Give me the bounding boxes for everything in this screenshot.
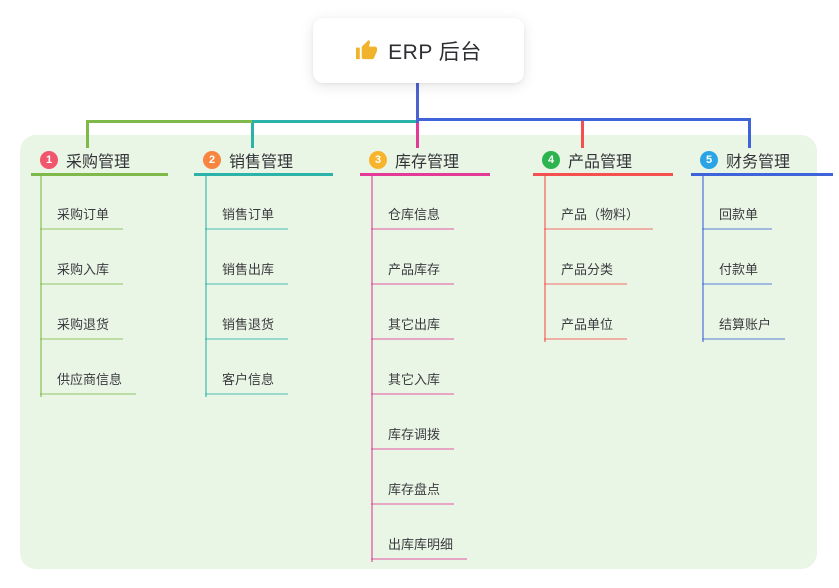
root-label: ERP 后台 (388, 40, 482, 64)
child-node-row[interactable]: 产品分类 (544, 261, 628, 285)
child-node-label: 产品分类 (544, 261, 628, 285)
child-node-row[interactable]: 其它出库 (371, 316, 455, 340)
child-node-label: 库存调拨 (371, 426, 455, 450)
child-node-label: 销售出库 (205, 261, 289, 285)
branch-number-badge: 4 (542, 151, 560, 169)
child-node-row[interactable]: 销售退货 (205, 316, 289, 340)
child-node-label: 出库库明细 (371, 536, 468, 560)
child-node-row[interactable]: 供应商信息 (40, 371, 137, 395)
drop-line-branch-1 (86, 120, 89, 148)
branch-node-库存管理[interactable]: 3 库存管理 (360, 147, 490, 176)
drop-line-branch-5 (748, 118, 751, 148)
bus-segment-branch-2 (252, 120, 419, 123)
child-node-row[interactable]: 仓库信息 (371, 206, 455, 230)
child-node-label: 付款单 (702, 261, 773, 285)
branch-title-label: 采购管理 (66, 154, 131, 171)
branch-4-children-connector (544, 175, 546, 342)
branch-2-children-connector (205, 175, 207, 397)
child-node-row[interactable]: 产品单位 (544, 316, 628, 340)
branch-node-销售管理[interactable]: 2 销售管理 (194, 147, 333, 176)
drop-line-branch-3 (416, 121, 419, 148)
branch-node-采购管理[interactable]: 1 采购管理 (31, 147, 168, 176)
child-node-label: 销售订单 (205, 206, 289, 230)
thumbs-up-icon (355, 39, 378, 62)
child-node-row[interactable]: 采购退货 (40, 316, 124, 340)
branch-title-label: 库存管理 (395, 154, 460, 171)
branch-title-label: 产品管理 (568, 154, 633, 171)
bus-segment-right (417, 118, 751, 121)
child-node-row[interactable]: 销售订单 (205, 206, 289, 230)
branch-title-label: 销售管理 (229, 154, 294, 171)
child-node-label: 供应商信息 (40, 371, 137, 395)
child-node-label: 采购订单 (40, 206, 124, 230)
child-node-row[interactable]: 库存盘点 (371, 481, 455, 505)
child-node-row[interactable]: 客户信息 (205, 371, 289, 395)
child-node-label: 回款单 (702, 206, 773, 230)
drop-line-branch-4 (581, 118, 584, 148)
child-node-label: 其它入库 (371, 371, 455, 395)
root-node[interactable]: ERP 后台 (313, 18, 524, 83)
branch-node-产品管理[interactable]: 4 产品管理 (533, 147, 673, 176)
child-node-label: 销售退货 (205, 316, 289, 340)
child-node-label: 仓库信息 (371, 206, 455, 230)
child-node-label: 产品单位 (544, 316, 628, 340)
child-node-label: 产品（物料） (544, 206, 654, 230)
child-node-row[interactable]: 结算账户 (702, 316, 786, 340)
branches-panel (20, 135, 817, 569)
child-node-row[interactable]: 销售出库 (205, 261, 289, 285)
child-node-label: 采购退货 (40, 316, 124, 340)
branch-1-children-connector (40, 175, 42, 397)
bus-segment-branch-1 (87, 120, 254, 123)
child-node-label: 采购入库 (40, 261, 124, 285)
child-node-row[interactable]: 采购订单 (40, 206, 124, 230)
child-node-row[interactable]: 采购入库 (40, 261, 124, 285)
child-node-row[interactable]: 其它入库 (371, 371, 455, 395)
child-node-row[interactable]: 出库库明细 (371, 536, 468, 560)
child-node-row[interactable]: 付款单 (702, 261, 773, 285)
branch-number-badge: 5 (700, 151, 718, 169)
child-node-label: 其它出库 (371, 316, 455, 340)
child-node-row[interactable]: 回款单 (702, 206, 773, 230)
child-node-label: 结算账户 (702, 316, 786, 340)
branch-number-badge: 1 (40, 151, 58, 169)
child-node-row[interactable]: 库存调拨 (371, 426, 455, 450)
branch-title-label: 财务管理 (726, 154, 791, 171)
child-node-label: 库存盘点 (371, 481, 455, 505)
child-node-label: 产品库存 (371, 261, 455, 285)
branch-node-财务管理[interactable]: 5 财务管理 (691, 147, 833, 176)
root-connector-line (416, 83, 419, 123)
child-node-row[interactable]: 产品（物料） (544, 206, 654, 230)
branch-5-children-connector (702, 175, 704, 342)
child-node-row[interactable]: 产品库存 (371, 261, 455, 285)
branch-3-children-connector (371, 175, 373, 562)
child-node-label: 客户信息 (205, 371, 289, 395)
branch-number-badge: 2 (203, 151, 221, 169)
branch-number-badge: 3 (369, 151, 387, 169)
drop-line-branch-2 (251, 120, 254, 148)
